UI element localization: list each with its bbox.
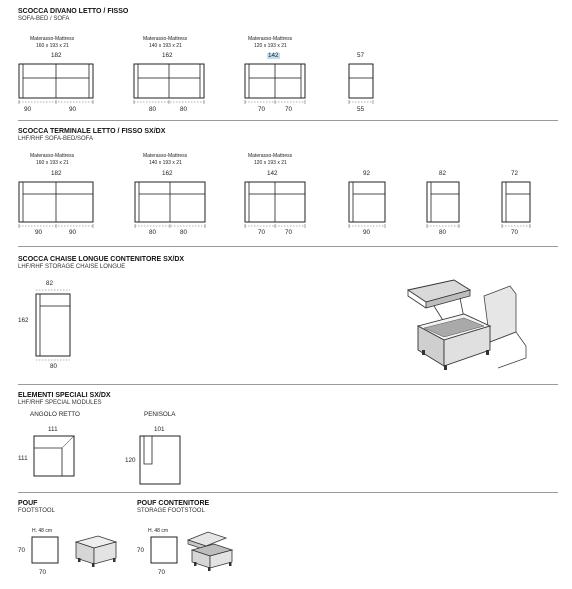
peninsula-name: PENISOLA xyxy=(144,411,176,418)
corner-name: ANGOLO RETTO xyxy=(30,411,80,418)
chaise-seat-width: 80 xyxy=(50,363,58,370)
seat-width: 70 xyxy=(258,106,266,113)
sofa-width: 182 xyxy=(51,52,62,59)
seat-width: 55 xyxy=(357,106,365,113)
seat-width: 90 xyxy=(363,229,371,236)
storage-pouf-drawing xyxy=(150,536,178,564)
terminal-drawing xyxy=(501,181,531,228)
sofa-width: 162 xyxy=(162,52,173,59)
seat-width: 70 xyxy=(258,229,266,236)
corner-width: 111 xyxy=(48,426,58,433)
terminal-width: 82 xyxy=(439,170,447,177)
storage-pouf-subtitle: STORAGE FOOTSTOOL xyxy=(137,508,205,514)
chaise-title: SCOCCA CHAISE LONGUE CONTENITORE SX/DX xyxy=(18,256,185,263)
storage-chaise-illustration xyxy=(406,279,527,370)
seat-width: 90 xyxy=(35,229,43,236)
pouf-drawing xyxy=(31,536,59,564)
chaise-width: 82 xyxy=(46,280,54,287)
sofa-width: 142 xyxy=(267,52,280,60)
storage-pouf-depth: 70 xyxy=(137,547,145,554)
terminal-drawing xyxy=(244,181,306,228)
terminal-drawing xyxy=(348,181,386,228)
storage-pouf-title: POUF CONTENITORE xyxy=(137,500,210,507)
peninsula-module-drawing xyxy=(139,435,181,485)
module-width: 57 xyxy=(357,52,365,59)
sofa-bed-drawing xyxy=(18,63,94,104)
terminal-width: 92 xyxy=(363,170,371,177)
mattress-label: Materasso-Mattress xyxy=(143,36,188,42)
mattress-size: 140 x 193 x 21 xyxy=(149,43,182,49)
mattress-size: 120 x 193 x 21 xyxy=(254,43,287,49)
seat-width: 90 xyxy=(69,106,77,113)
corner-module-drawing xyxy=(33,435,75,477)
seat-width: 80 xyxy=(439,229,447,236)
special-subtitle: LHF/RHF SPECIAL MODULES xyxy=(18,400,102,406)
terminal-width: 162 xyxy=(162,170,173,177)
mattress-size: 160 x 193 x 21 xyxy=(36,43,69,49)
mattress-label: Materasso-Mattress xyxy=(248,153,293,159)
corner-depth: 111 xyxy=(18,455,28,462)
chaise-drawing xyxy=(35,289,71,361)
pouf-subtitle: FOOTSTOOL xyxy=(18,508,55,514)
terminal-drawing xyxy=(426,181,460,228)
pouf-depth: 70 xyxy=(18,547,26,554)
section-divider xyxy=(18,492,558,493)
terminal-width: 72 xyxy=(511,170,519,177)
storage-pouf-width: 70 xyxy=(158,569,166,576)
section-divider xyxy=(18,246,558,247)
terminal-width: 182 xyxy=(51,170,62,177)
terminal-title: SCOCCA TERMINALE LETTO / FISSO SX/DX xyxy=(18,128,166,135)
terminal-drawing xyxy=(134,181,206,228)
chaise-depth: 162 xyxy=(18,317,29,324)
mattress-label: Materasso-Mattress xyxy=(30,36,75,42)
terminal-width: 142 xyxy=(267,170,278,177)
sofa-bed-drawing xyxy=(244,63,306,104)
section-divider xyxy=(18,384,558,385)
seat-width: 70 xyxy=(285,229,293,236)
seat-width: 80 xyxy=(180,229,188,236)
section-divider xyxy=(18,120,558,121)
mattress-label: Materasso-Mattress xyxy=(30,153,75,159)
peninsula-depth: 120 xyxy=(125,457,136,464)
pouf-width: 70 xyxy=(39,569,47,576)
seat-width: 70 xyxy=(285,106,293,113)
armless-module-drawing xyxy=(348,63,374,104)
mattress-size: 120 x 193 x 21 xyxy=(254,160,287,166)
sofa-bed-title: SCOCCA DIVANO LETTO / FISSO xyxy=(18,8,129,15)
terminal-subtitle: LHF/RHF SOFA-BED/SOFA xyxy=(18,136,94,142)
peninsula-width: 101 xyxy=(154,426,165,433)
seat-width: 70 xyxy=(511,229,519,236)
storage-pouf-illustration xyxy=(186,531,234,571)
chaise-subtitle: LHF/RHF STORAGE CHAISE LONGUE xyxy=(18,264,126,270)
mattress-size: 160 x 193 x 21 xyxy=(36,160,69,166)
sofa-bed-subtitle: SOFA-BED / SOFA xyxy=(18,16,70,22)
mattress-size: 140 x 193 x 21 xyxy=(149,160,182,166)
seat-width: 80 xyxy=(180,106,188,113)
pouf-height: H. 48 cm xyxy=(32,528,53,534)
sofa-bed-drawing xyxy=(133,63,205,104)
mattress-label: Materasso-Mattress xyxy=(143,153,188,159)
storage-pouf-height: H. 48 cm xyxy=(148,528,169,534)
terminal-drawing xyxy=(18,181,94,228)
pouf-title: POUF xyxy=(18,500,38,507)
pouf-illustration xyxy=(74,535,118,567)
seat-width: 80 xyxy=(149,229,157,236)
seat-width: 90 xyxy=(24,106,32,113)
seat-width: 90 xyxy=(69,229,77,236)
seat-width: 80 xyxy=(149,106,157,113)
special-title: ELEMENTI SPECIALI SX/DX xyxy=(18,392,111,399)
mattress-label: Materasso-Mattress xyxy=(248,36,293,42)
